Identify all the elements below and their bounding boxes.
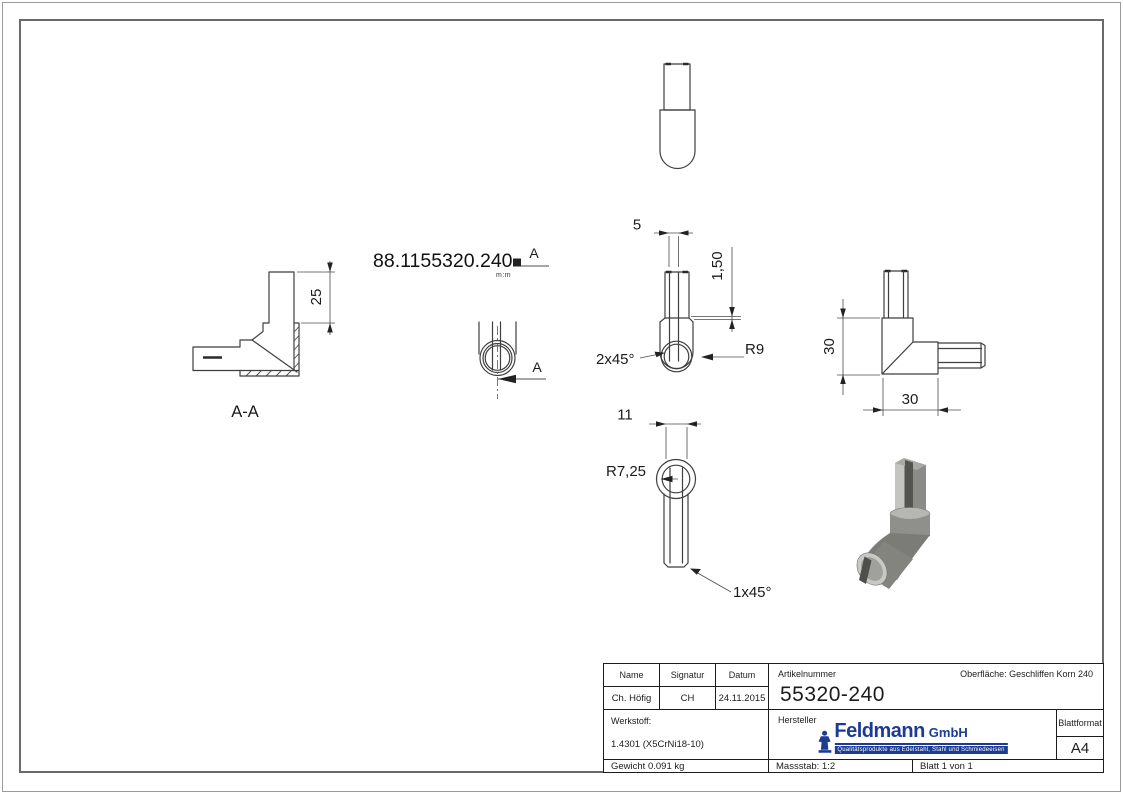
feldmann-emblem-icon bbox=[818, 731, 831, 754]
callout-r9: R9 bbox=[701, 341, 764, 361]
hatch-right bbox=[293, 326, 300, 369]
manufacturer-label: Hersteller bbox=[778, 715, 817, 725]
view-front-elevation: 5 1,50 2x45° R9 bbox=[596, 217, 764, 373]
dim-30-h-label: 30 bbox=[902, 391, 919, 408]
part-number-callout: 88.1155320.240 m:m A bbox=[373, 245, 549, 279]
view-section-a-a: 25 A-A bbox=[192, 261, 335, 421]
dim-30-v-label: 30 bbox=[821, 338, 838, 355]
dim-11: 11 bbox=[617, 407, 701, 459]
logo-tagline: Qualitätsprodukte aus Edelstahl, Stahl u… bbox=[834, 746, 1008, 755]
chamfer-1x45-label: 1x45° bbox=[733, 584, 772, 601]
callout-2x45: 2x45° bbox=[596, 351, 665, 368]
titleblock-value-date: 24.11.2015 bbox=[716, 687, 769, 710]
logo-suffix-text: GmbH bbox=[928, 725, 968, 741]
titleblock-manufacturer-cell: Hersteller Feldmann GmbH Qualitätsproduk… bbox=[769, 710, 1057, 760]
view-bottom-detail: 11 R7,25 1x45° bbox=[606, 407, 772, 602]
titleblock-header-signature: Signatur bbox=[660, 664, 716, 687]
dim-30-horizontal: 30 bbox=[863, 378, 961, 416]
part-number: 88.1155320.240 bbox=[373, 250, 513, 272]
dim-11-label: 11 bbox=[617, 407, 633, 424]
article-number-value: 55320-240 bbox=[780, 683, 885, 706]
iso-top-slot bbox=[905, 460, 913, 513]
titleblock-sheetformat-value: A4 bbox=[1057, 737, 1103, 760]
callout-1x45: 1x45° bbox=[690, 568, 772, 601]
logo-brand-text: Feldmann bbox=[834, 720, 925, 743]
section-view-title: A-A bbox=[231, 403, 259, 421]
titleblock-article-cell: Artikelnummer 55320-240 Oberfläche: Gesc… bbox=[769, 664, 1103, 710]
surface-value: Geschliffen Korn 240 bbox=[1009, 669, 1093, 679]
iso-view-3d bbox=[856, 458, 931, 589]
view-bottom-section-arrow: A bbox=[478, 321, 546, 399]
section-cut-mark bbox=[513, 258, 521, 267]
scale-stamp: m:m bbox=[496, 272, 511, 279]
titleblock-header-date: Datum bbox=[716, 664, 769, 687]
surface-label: Oberfläche: bbox=[960, 669, 1007, 679]
material-label: Werkstoff: bbox=[611, 716, 652, 726]
radius-r7-25-label: R7,25 bbox=[606, 463, 646, 480]
titleblock-material-cell: Werkstoff: 1.4301 (X5CrNi18-10) bbox=[604, 710, 769, 760]
titleblock-sheetformat-label: Blattformat bbox=[1057, 710, 1103, 737]
titleblock-value-name: Ch. Höfig bbox=[604, 687, 660, 710]
titleblock-scale: Massstab: 1:2 bbox=[769, 760, 913, 772]
dim-5: 5 bbox=[633, 217, 693, 267]
titleblock-sheet-count: Blatt 1 von 1 bbox=[920, 760, 973, 772]
article-number-label: Artikelnummer bbox=[778, 669, 837, 679]
dim-25: 25 bbox=[297, 261, 335, 335]
view-side-elevation: 30 30 bbox=[821, 269, 986, 416]
radius-r9-label: R9 bbox=[745, 341, 764, 358]
titleblock-weight: Gewicht 0.091 kg bbox=[604, 760, 769, 772]
dim-1-50-label: 1,50 bbox=[709, 251, 726, 280]
dim-1-50: 1,50 bbox=[691, 247, 741, 332]
material-value: 1.4301 (X5CrNi18-10) bbox=[611, 739, 704, 750]
dim-25-label: 25 bbox=[308, 289, 325, 306]
feldmann-logo: Feldmann GmbH Qualitätsprodukte aus Edel… bbox=[817, 720, 1008, 755]
hatch-bottom bbox=[245, 370, 292, 377]
section-arrow-label-top: A bbox=[529, 245, 539, 261]
dim-30-vertical: 30 bbox=[821, 299, 880, 395]
titleblock-header-name: Name bbox=[604, 664, 660, 687]
iso-end-slot bbox=[859, 556, 872, 584]
chamfer-2x45-label: 2x45° bbox=[596, 351, 635, 368]
title-block: Name Signatur Datum Ch. Höfig CH 24.11.2… bbox=[603, 663, 1104, 773]
dim-5-label: 5 bbox=[633, 217, 641, 234]
view-end-cap-front bbox=[659, 62, 696, 170]
view-direction-arrow bbox=[498, 374, 516, 384]
titleblock-value-signature: CH bbox=[660, 687, 716, 710]
callout-r7-25: R7,25 bbox=[606, 463, 678, 483]
section-arrow-label-bottom: A bbox=[532, 359, 542, 375]
